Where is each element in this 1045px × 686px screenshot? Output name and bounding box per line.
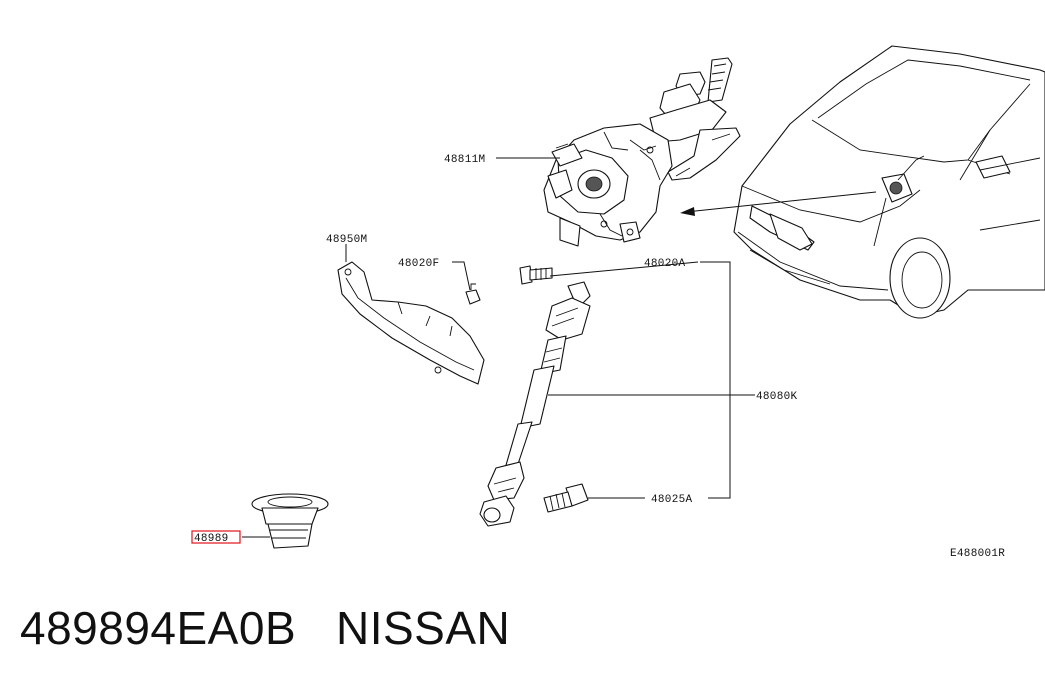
callout-lines [242,157,755,538]
steering-column-assembly [543,57,741,247]
clip-48020f [465,283,481,305]
part-number: 489894EA0B [20,602,297,654]
vehicle-illustration [733,45,1045,319]
seal-boot [251,493,329,549]
label-48950m: 48950M [326,234,367,246]
label-48025a: 48025A [651,494,693,506]
bolt-lower [543,483,589,513]
view-pointer-arrow [680,191,877,216]
highlighted-part-label: 48989 [191,530,241,545]
brand-name: NISSAN [335,602,511,654]
label-48080k: 48080K [756,391,798,403]
label-48989: 48989 [194,533,229,545]
caption-gap [296,602,336,654]
part-caption: 489894EA0B NISSAN [20,600,510,656]
label-48811m: 48811M [444,154,485,166]
bolt-upper [519,265,553,285]
label-48020f: 48020F [398,258,439,270]
intermediate-shaft [479,281,591,527]
column-cover [337,261,485,385]
label-48020a: 48020A [644,258,686,270]
figure-code: E488001R [950,548,1005,560]
